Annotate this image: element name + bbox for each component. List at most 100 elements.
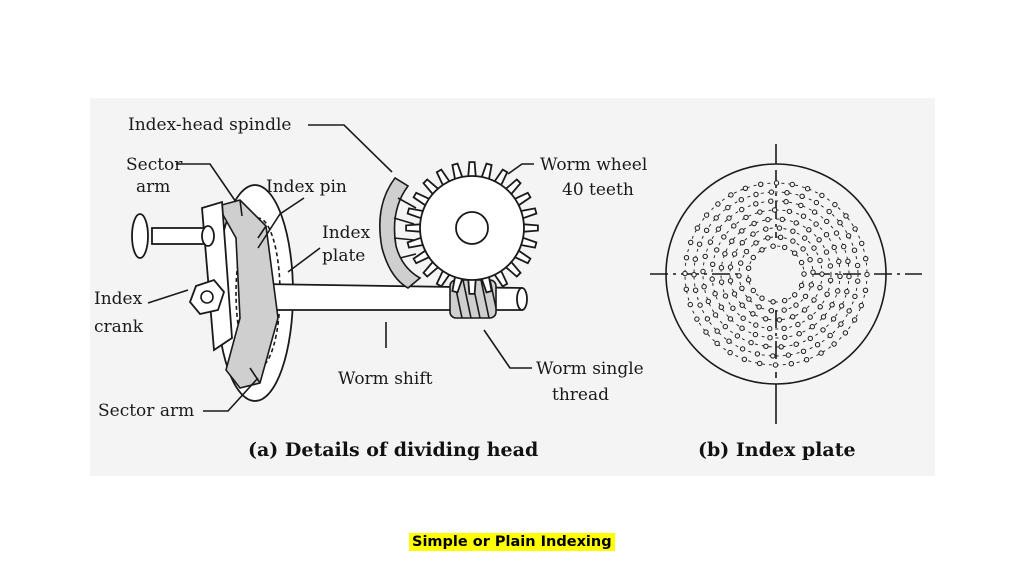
index-head-spindle-ring <box>379 176 422 289</box>
index-hole <box>697 302 703 308</box>
hole-circle-ring <box>693 191 859 357</box>
index-hole <box>824 291 830 297</box>
diagram-svg: Index-head spindle Sector arm Index pin … <box>94 115 922 461</box>
index-hole <box>851 317 858 323</box>
index-hole <box>710 261 716 268</box>
index-hole <box>738 197 744 203</box>
dividing-head-drawing <box>131 161 539 402</box>
index-hole <box>806 227 812 233</box>
index-hole <box>807 335 813 342</box>
index-plate-drawing <box>650 144 922 424</box>
index-hole <box>820 327 826 333</box>
index-hole <box>830 316 837 322</box>
index-hole <box>709 276 715 282</box>
worm-wheel <box>405 161 539 295</box>
label-sector-arm-bottom: Sector arm <box>98 401 194 421</box>
index-hole <box>792 292 798 298</box>
index-hole <box>811 245 817 251</box>
index-pin-knob <box>131 213 215 259</box>
index-hole <box>823 249 830 255</box>
index-hole <box>763 343 769 350</box>
index-hole <box>809 324 815 330</box>
index-hole <box>777 234 784 241</box>
index-hole <box>831 341 837 347</box>
index-hole <box>793 302 799 308</box>
index-hole <box>793 220 799 226</box>
index-hole <box>837 220 843 226</box>
index-hole <box>770 353 776 359</box>
index-hole <box>800 348 807 355</box>
labels-a: Index-head spindle Sector arm Index pin … <box>94 115 647 421</box>
label-worm-wheel-2: 40 teeth <box>562 180 634 200</box>
index-hole <box>852 226 858 232</box>
index-hole <box>782 297 788 304</box>
index-hole <box>731 223 737 229</box>
index-hole <box>704 316 711 322</box>
index-hole <box>753 191 759 198</box>
index-hole <box>691 272 697 278</box>
index-hole <box>838 303 845 309</box>
index-hole <box>703 329 709 335</box>
index-hole <box>750 287 756 294</box>
index-hole <box>784 190 790 196</box>
index-hole <box>727 278 734 284</box>
index-hole <box>718 265 725 271</box>
index-hole <box>712 291 718 297</box>
index-hole <box>731 251 738 257</box>
index-hole <box>715 201 721 207</box>
index-hole <box>696 241 703 247</box>
index-hole <box>683 286 689 293</box>
index-hole <box>832 201 838 208</box>
index-hole <box>804 186 811 192</box>
index-hole <box>802 235 808 241</box>
index-hole <box>730 305 736 311</box>
index-hole <box>798 282 805 289</box>
index-hole <box>740 315 746 321</box>
label-index-head-spindle: Index-head spindle <box>128 115 291 135</box>
label-index-pin: Index pin <box>266 177 347 197</box>
index-hole <box>687 301 693 308</box>
index-hole <box>713 215 719 221</box>
index-hole <box>753 240 759 246</box>
index-hole <box>838 321 844 327</box>
index-hole <box>844 288 850 295</box>
index-hole <box>843 213 849 219</box>
index-hole <box>776 225 783 231</box>
index-hole <box>722 293 729 299</box>
index-hole <box>846 308 852 314</box>
index-hole <box>734 333 741 339</box>
index-hole <box>682 270 688 277</box>
dividing-head-figure: Index-head spindle Sector arm Index pin … <box>90 98 935 476</box>
index-hole <box>712 312 719 318</box>
label-worm-single-2: thread <box>552 385 609 405</box>
index-hole <box>802 293 809 300</box>
index-hole <box>722 251 728 257</box>
index-hole <box>748 339 754 346</box>
index-hole <box>801 271 807 277</box>
index-hole <box>727 264 734 270</box>
index-hole <box>745 265 752 271</box>
slide-caption: Simple or Plain Indexing <box>409 533 615 551</box>
index-hole <box>770 299 776 305</box>
index-hole <box>768 189 775 195</box>
index-hole <box>772 362 779 368</box>
index-hole <box>778 344 784 350</box>
index-hole <box>739 206 745 213</box>
index-hole <box>814 342 821 348</box>
index-hole <box>831 244 837 251</box>
index-hole <box>722 323 728 330</box>
label-index-crank-2: crank <box>94 317 144 337</box>
index-hole <box>785 352 792 358</box>
index-hole <box>729 238 735 244</box>
label-sector-arm-top-2: arm <box>136 177 170 197</box>
index-hole <box>739 285 745 292</box>
index-hole <box>827 277 834 284</box>
index-hole <box>808 282 814 288</box>
index-hole <box>725 204 731 211</box>
index-hole <box>688 239 694 246</box>
index-hole <box>750 254 756 261</box>
index-hole <box>739 302 745 308</box>
index-hole <box>700 268 706 275</box>
label-index-plate-2: plate <box>322 246 365 266</box>
index-hole <box>826 208 832 215</box>
